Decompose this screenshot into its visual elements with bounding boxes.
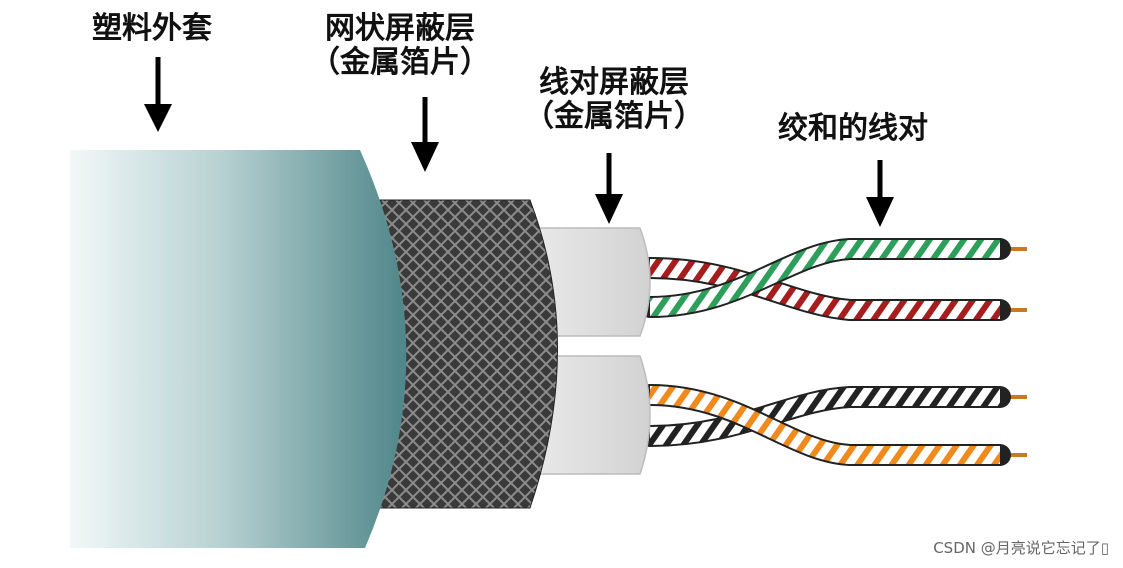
label-braid-shield-line2: （金属箔片） — [310, 45, 490, 80]
copper-conductors — [1000, 247, 1027, 457]
arrow-outer-jacket — [144, 57, 172, 132]
label-pair-shield-line2: （金属箔片） — [524, 99, 704, 134]
label-pair-shield: 线对屏蔽层 （金属箔片） — [514, 66, 714, 134]
arrow-braid-shield — [411, 97, 439, 172]
arrow-pair-shield — [595, 153, 623, 224]
arrows — [144, 57, 894, 227]
twisted-pair-upper — [639, 238, 1011, 321]
pair-shield-upper — [534, 227, 651, 337]
braided-shield — [354, 199, 558, 509]
label-braid-shield-line1: 网状屏蔽层 — [325, 11, 475, 46]
label-pair-shield-line1: 线对屏蔽层 — [539, 65, 689, 100]
pair-shields — [534, 227, 651, 475]
arrow-twisted-pair — [866, 160, 894, 227]
label-braid-shield: 网状屏蔽层 （金属箔片） — [300, 12, 500, 80]
label-outer-jacket: 塑料外套 — [92, 11, 212, 46]
watermark-text: CSDN @月亮说它忘记了▯ — [933, 539, 1109, 557]
twisted-pair-lower — [639, 384, 1011, 466]
plastic-jacket — [70, 150, 407, 548]
pair-shield-lower — [534, 355, 651, 475]
label-twisted-pair: 绞和的线对 — [778, 111, 928, 146]
